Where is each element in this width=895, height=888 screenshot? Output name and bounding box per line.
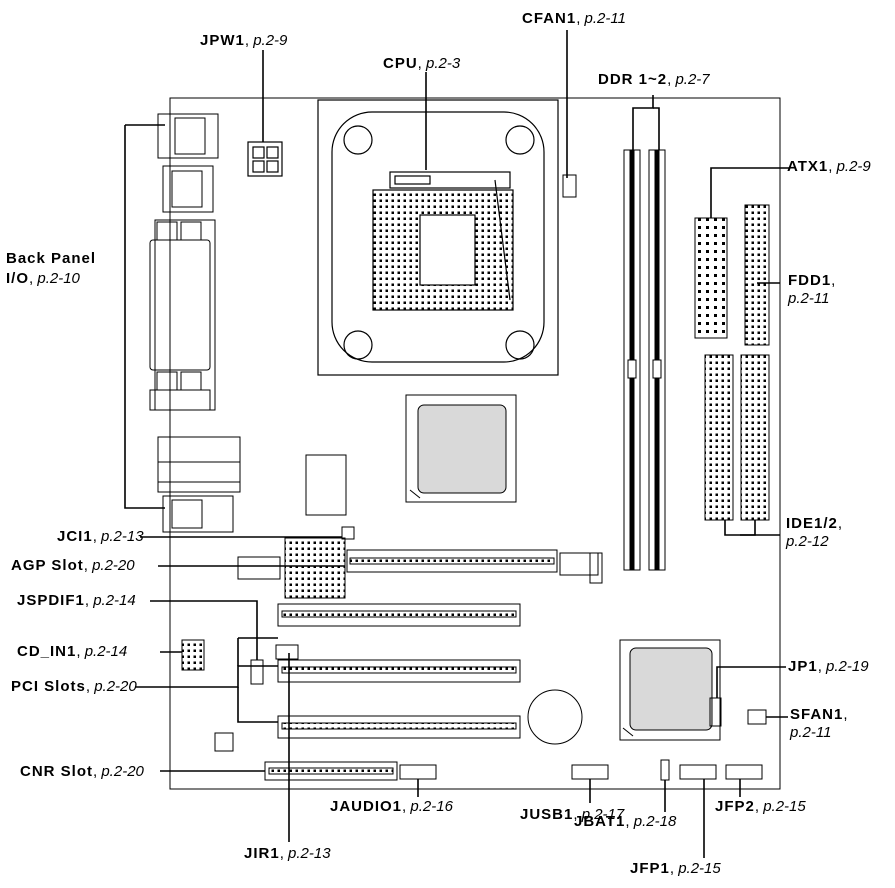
- bottom-headers: [399, 759, 763, 781]
- jfp1-header: [679, 764, 717, 780]
- label-atx1: ATX1, p.2-9: [787, 158, 871, 175]
- cfan1-connector: [562, 174, 577, 198]
- label-jfp2: JFP2, p.2-15: [715, 798, 806, 815]
- jbat1-jumper: [660, 759, 670, 781]
- sfan1-connector: [747, 709, 767, 725]
- label-back-panel: Back Panel: [6, 250, 97, 267]
- label-pci: PCI Slots, p.2-20: [11, 678, 137, 695]
- southbridge-chip: [619, 639, 721, 741]
- label-cpu: CPU, p.2-3: [383, 55, 461, 72]
- cmos-battery: [527, 689, 583, 745]
- clock-chip: [305, 454, 347, 516]
- label-ide: IDE1/2,: [786, 515, 843, 532]
- label-sfan1: SFAN1,: [790, 706, 848, 723]
- jaudio1-header: [399, 764, 437, 780]
- label-jp1: JP1, p.2-19: [788, 658, 869, 675]
- label-jci1: JCI1, p.2-13: [57, 528, 144, 545]
- label-fdd1: FDD1,: [788, 272, 836, 289]
- jir1-connector: [275, 644, 299, 660]
- label-jaudio1: JAUDIO1, p.2-16: [330, 798, 453, 815]
- ddr-slots: [623, 149, 666, 571]
- cd-in1-connector: [181, 639, 205, 671]
- leader-lines: [124, 30, 789, 858]
- label-ddr: DDR 1~2, p.2-7: [598, 71, 710, 88]
- cnr-slot: [264, 761, 398, 781]
- label-jpw1: JPW1, p.2-9: [200, 32, 288, 49]
- label-jusb1: JUSB1, p.2-17: [520, 806, 625, 823]
- label-jir1: JIR1, p.2-13: [244, 845, 331, 862]
- label-cd-in1: CD_IN1, p.2-14: [17, 643, 128, 660]
- jusb1-header: [571, 764, 609, 780]
- label-cnr: CNR Slot, p.2-20: [20, 763, 144, 780]
- label-jbat1: JBAT1, p.2-18: [574, 813, 677, 830]
- northbridge-chip: [405, 394, 517, 503]
- jspdif1-connector: [250, 659, 264, 685]
- back-panel-io-connectors: [149, 113, 241, 533]
- ide-connectors: [704, 354, 770, 521]
- agp-slot: [346, 549, 603, 584]
- agp-area-chip: [237, 537, 599, 599]
- label-jfp1: JFP1, p.2-15: [630, 860, 721, 877]
- board-outline: [169, 97, 781, 790]
- label-sfan1-page: p.2-11: [790, 724, 832, 741]
- cpu-socket: [317, 99, 559, 376]
- label-agp: AGP Slot, p.2-20: [11, 557, 135, 574]
- label-fdd1-page: p.2-11: [788, 290, 830, 307]
- fdd1-connector: [744, 204, 770, 346]
- jci1-connector: [341, 526, 355, 540]
- label-jspdif1: JSPDIF1, p.2-14: [17, 592, 136, 609]
- label-ide-page: p.2-12: [786, 533, 829, 550]
- atx1-connector: [694, 217, 728, 339]
- small-chip-left: [214, 732, 234, 752]
- label-cfan1: CFAN1, p.2-11: [522, 10, 626, 27]
- jpw1-connector: [247, 141, 283, 177]
- jp1-jumper: [709, 697, 722, 727]
- pci-slots: [277, 603, 521, 739]
- label-back-panel-io: I/O, p.2-10: [6, 270, 80, 287]
- jfp2-header: [725, 764, 763, 780]
